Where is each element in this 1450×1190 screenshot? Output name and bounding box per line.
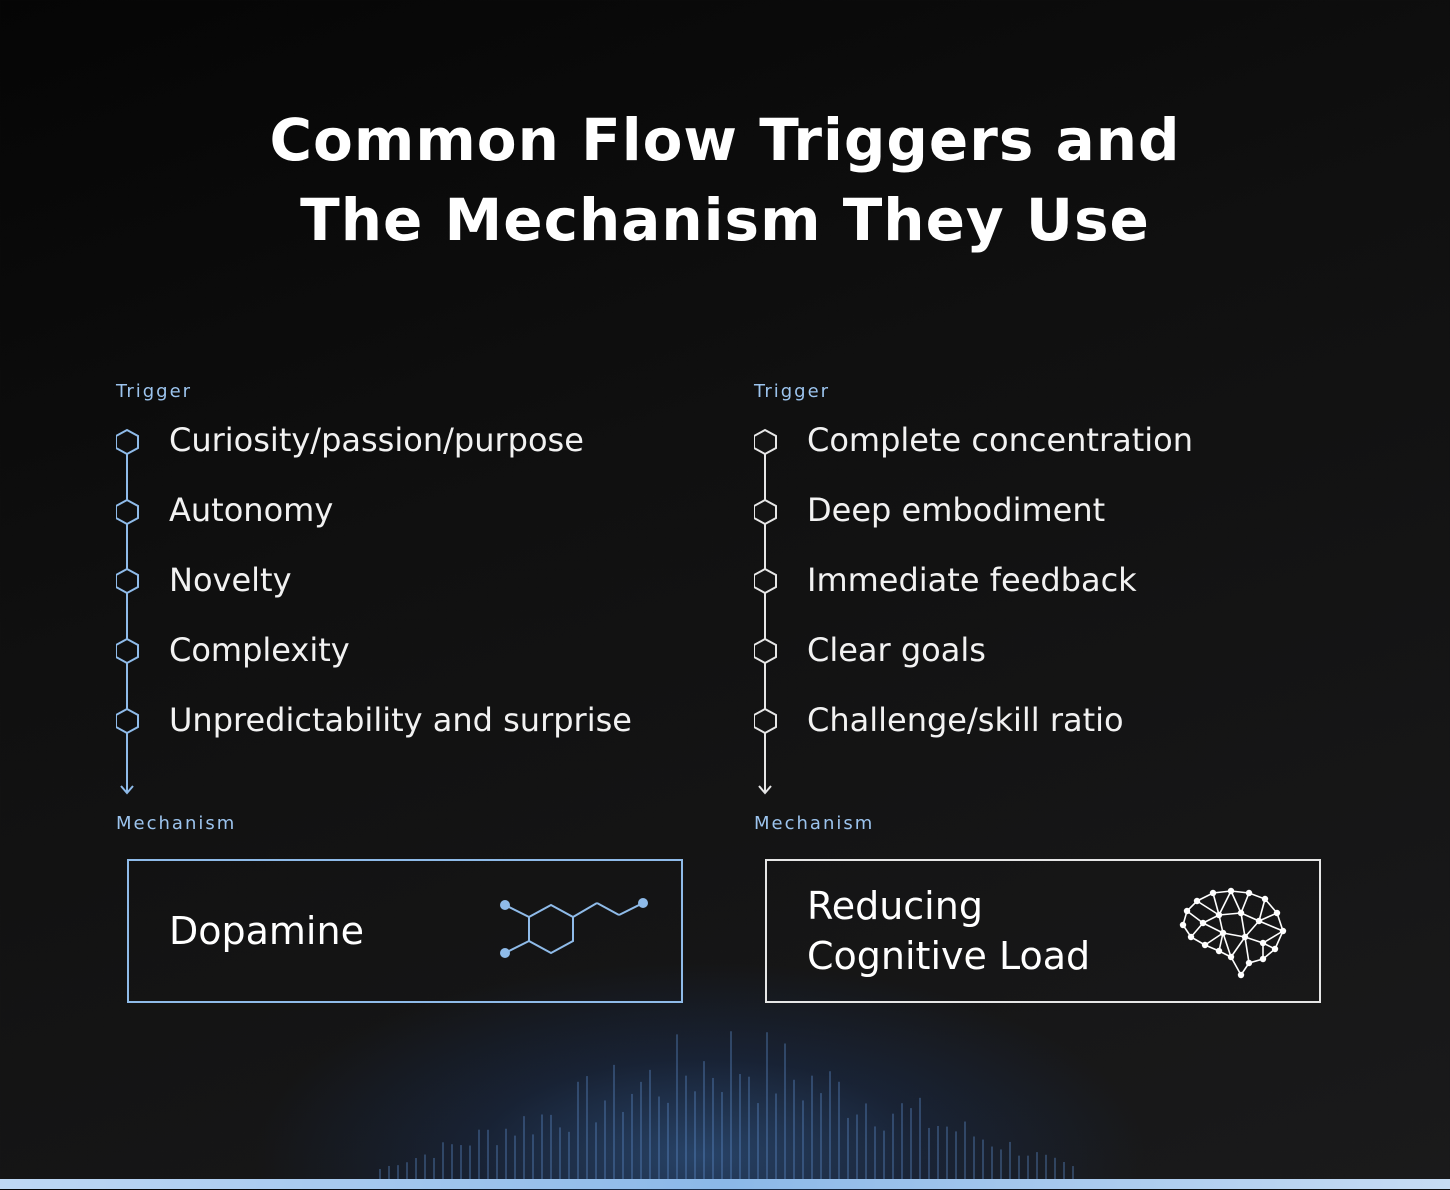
hexagon-marker-icon [116,707,139,735]
page-title: Common Flow Triggers and The Mechanism T… [0,100,1450,260]
trigger-item: Complexity [169,631,350,669]
arrow-down-icon [120,785,134,795]
hexagon-marker-icon [116,428,139,456]
trigger-item: Curiosity/passion/purpose [169,421,584,459]
hexagon-marker-icon [754,567,777,595]
trigger-item: Complete concentration [807,421,1194,459]
mechanism-label: Mechanism [116,813,237,834]
trigger-item: Challenge/skill ratio [807,701,1124,739]
trigger-item: Immediate feedback [807,561,1137,599]
hexagon-marker-icon [116,498,139,526]
trigger-item: Deep embodiment [807,491,1106,529]
title-line-2: The Mechanism They Use [300,186,1150,254]
trigger-item: Autonomy [169,491,334,529]
mechanism-label: Mechanism [754,813,875,834]
hexagon-marker-icon [116,637,139,665]
molecule-icon [500,898,648,958]
hexagon-marker-icon [754,637,777,665]
brain-network-icon [1179,887,1287,979]
mechanism-box: Dopamine [127,859,683,1003]
trigger-item: Unpredictability and surprise [169,701,632,739]
mechanism-name: Dopamine [169,909,364,953]
hexagon-marker-icon [116,567,139,595]
mechanism-text: Dopamine [169,906,364,956]
trigger-timeline [116,428,139,795]
trigger-item: Novelty [169,561,292,599]
mechanism-text: Reducing Cognitive Load [807,881,1090,981]
trigger-timeline [754,428,777,795]
mechanism-name-line-1: Reducing [807,884,983,928]
hexagon-marker-icon [754,428,777,456]
trigger-label: Trigger [116,381,193,402]
trigger-label: Trigger [754,381,831,402]
mechanism-name-line-2: Cognitive Load [807,934,1091,978]
hexagon-marker-icon [754,707,777,735]
trigger-item: Clear goals [807,631,986,669]
hexagon-marker-icon [754,498,777,526]
bottom-accent-strip [0,1179,1450,1189]
mechanism-box: Reducing Cognitive Load [765,859,1321,1003]
title-line-1: Common Flow Triggers and [269,106,1181,174]
arrow-down-icon [758,785,772,795]
